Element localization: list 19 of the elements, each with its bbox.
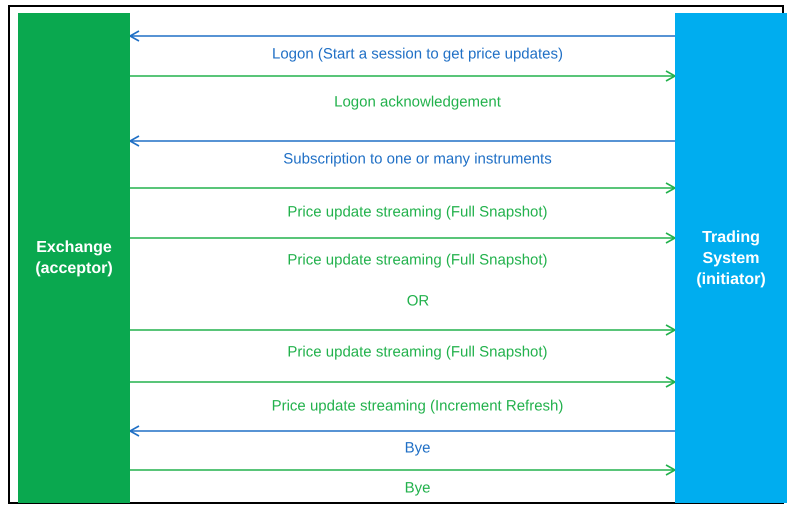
- lifeline-box: [675, 13, 787, 503]
- message-label: Bye: [402, 440, 432, 456]
- message-label: Logon acknowledgement: [332, 94, 503, 110]
- message-label: Subscription to one or many instruments: [281, 150, 554, 168]
- message-label: Logon (Start a session to get price updates): [270, 46, 565, 62]
- lifeline-box: [18, 13, 130, 503]
- message-arrow: [130, 232, 676, 244]
- message-arrow: [130, 464, 676, 476]
- message-label: Bye: [402, 480, 432, 496]
- message-arrow: [129, 425, 675, 437]
- message-arrow: [129, 135, 675, 147]
- message-arrow: [129, 30, 675, 42]
- message-arrow: [130, 324, 676, 336]
- participant-name: Trading System (initiator): [695, 228, 767, 290]
- message-arrow: [130, 70, 676, 82]
- message-label: Price update streaming (Increment Refresh): [270, 398, 566, 414]
- message-arrow: [130, 376, 676, 388]
- message-arrow: [130, 182, 676, 194]
- participant-name: Exchange (acceptor): [34, 238, 114, 279]
